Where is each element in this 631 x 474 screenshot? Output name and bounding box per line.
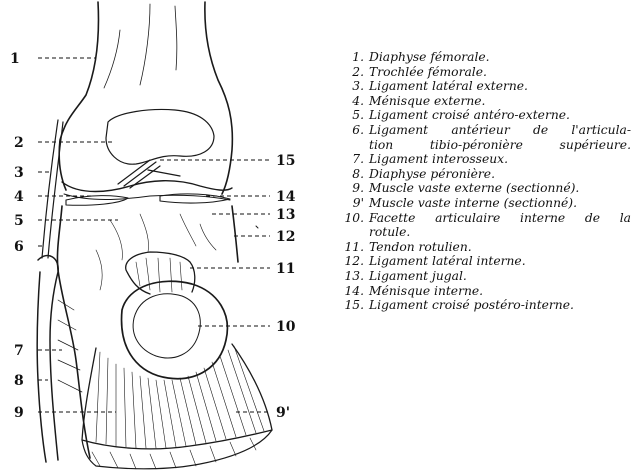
legend-indent	[332, 225, 369, 240]
legend-text: Ligament latéral interne.	[369, 254, 631, 269]
legend-text: Diaphyse péronière.	[369, 167, 631, 182]
legend-text-continuation: rotule.	[369, 225, 631, 240]
legend-text: Muscle vaste interne (sectionné).	[369, 196, 631, 211]
callout-10: 10	[276, 319, 296, 335]
legend-text: Ligament latéral externe.	[369, 79, 631, 94]
callout-8: 8	[14, 373, 24, 389]
legend-text: Ligament jugal.	[369, 269, 631, 284]
callout-12: 12	[276, 229, 295, 245]
legend-number: 1.	[332, 50, 369, 65]
legend-number: 9.	[332, 181, 369, 196]
callout-4: 4	[14, 189, 24, 205]
callout-13: 13	[276, 207, 295, 223]
callout-14: 14	[276, 189, 296, 205]
callout-15: 15	[276, 153, 295, 169]
legend-item: 15.Ligament croisé postéro-interne.	[332, 298, 631, 313]
legend-number: 11.	[332, 240, 369, 255]
legend: 1.Diaphyse fémorale.2.Trochlée fémorale.…	[332, 50, 631, 313]
legend-item: 9'Muscle vaste interne (sectionné).	[332, 196, 631, 211]
legend-text: Ménisque interne.	[369, 284, 631, 299]
legend-item: 14.Ménisque interne.	[332, 284, 631, 299]
femoral-shaft	[59, 2, 232, 194]
legend-number: 14.	[332, 284, 369, 299]
legend-item: 13.Ligament jugal.	[332, 269, 631, 284]
callout-1: 1	[10, 51, 20, 67]
callout-6: 6	[14, 239, 24, 255]
fibula	[37, 256, 58, 462]
legend-text-continuation: tion tibio-péronière supérieure.	[369, 138, 631, 153]
legend-number: 9'	[332, 196, 369, 211]
legend-text: Facette articulaire interne de la	[369, 211, 631, 226]
legend-item-continuation: tion tibio-péronière supérieure.	[332, 138, 631, 153]
legend-number: 13.	[332, 269, 369, 284]
legend-item-continuation: rotule.	[332, 225, 631, 240]
legend-number: 5.	[332, 108, 369, 123]
legend-item: 1.Diaphyse fémorale.	[332, 50, 631, 65]
legend-text: Diaphyse fémorale.	[369, 50, 631, 65]
callout-2: 2	[14, 135, 24, 151]
legend-item: 3.Ligament latéral externe.	[332, 79, 631, 94]
callouts-left: 1 2 3 4 5 6 7 8 9	[10, 51, 118, 421]
legend-item: 5.Ligament croisé antéro-externe.	[332, 108, 631, 123]
legend-item: 6.Ligament antérieur de l'articula-	[332, 123, 631, 138]
legend-number: 8.	[332, 167, 369, 182]
legend-item: 7.Ligament interosseux.	[332, 152, 631, 167]
legend-number: 7.	[332, 152, 369, 167]
legend-indent	[332, 138, 369, 153]
callout-11: 11	[276, 261, 295, 277]
legend-text: Ligament croisé antéro-externe.	[369, 108, 631, 123]
callout-3: 3	[14, 165, 24, 181]
legend-text: Tendon rotulien.	[369, 240, 631, 255]
legend-number: 2.	[332, 65, 369, 80]
legend-text: Trochlée fémorale.	[369, 65, 631, 80]
legend-number: 12.	[332, 254, 369, 269]
patellar-tendon	[126, 252, 195, 294]
femoral-trochlea	[106, 110, 214, 165]
legend-text: Muscle vaste externe (sectionné).	[369, 181, 631, 196]
callout-7: 7	[14, 343, 24, 359]
legend-item: 12.Ligament latéral interne.	[332, 254, 631, 269]
callout-9: 9	[14, 405, 24, 421]
legend-text: Ligament croisé postéro-interne.	[369, 298, 631, 313]
callout-5: 5	[14, 213, 24, 229]
patella	[122, 281, 228, 378]
legend-text: Ménisque externe.	[369, 94, 631, 109]
patella-medial-facet	[133, 294, 200, 358]
legend-item: 2.Trochlée fémorale.	[332, 65, 631, 80]
legend-text: Ligament interosseux.	[369, 152, 631, 167]
legend-number: 4.	[332, 94, 369, 109]
legend-number: 10.	[332, 211, 369, 226]
legend-item: 10.Facette articulaire interne de la	[332, 211, 631, 226]
legend-item: 4.Ménisque externe.	[332, 94, 631, 109]
legend-number: 6.	[332, 123, 369, 138]
legend-item: 8.Diaphyse péronière.	[332, 167, 631, 182]
legend-text: Ligament antérieur de l'articula-	[369, 123, 631, 138]
legend-item: 9.Muscle vaste externe (sectionné).	[332, 181, 631, 196]
legend-number: 15.	[332, 298, 369, 313]
legend-item: 11.Tendon rotulien.	[332, 240, 631, 255]
callout-9-prime: 9'	[276, 405, 290, 421]
legend-number: 3.	[332, 79, 369, 94]
